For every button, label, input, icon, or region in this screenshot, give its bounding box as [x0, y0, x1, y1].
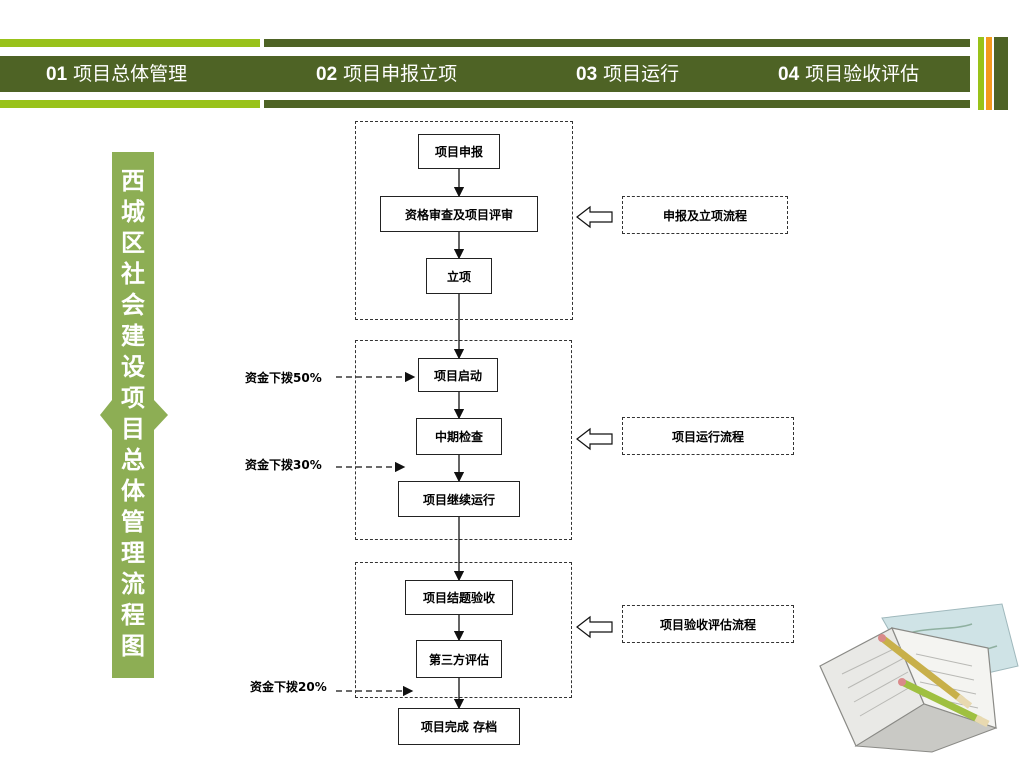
corner-bar-orange [986, 37, 992, 110]
top-accent-bar-light [0, 39, 260, 47]
step-box-apply: 项目申报 [418, 134, 500, 169]
book-pencils-illustration [819, 603, 1019, 753]
phase-container-acceptance [355, 562, 572, 698]
phase-container-operation [355, 340, 572, 540]
side-title-arrow-shape [100, 152, 168, 678]
nav-item-number: 01 [46, 64, 68, 85]
step-box-midterm-check: 中期检查 [416, 418, 502, 455]
nav-item-label: 项目申报立项 [343, 63, 458, 85]
nav-item-number: 02 [316, 64, 338, 85]
corner-bar-green [978, 37, 984, 110]
phase-label-operation: 项目运行流程 [622, 417, 794, 455]
funding-label-50: 资金下拨50% [245, 371, 322, 385]
side-title-text: 西城区社会建设项目总体管理流程图 [121, 167, 145, 660]
nav-item-number: 03 [576, 64, 598, 85]
step-box-review: 资格审查及项目评审 [380, 196, 538, 232]
step-box-launch: 项目启动 [418, 358, 498, 392]
funding-label-30: 资金下拨30% [245, 458, 322, 472]
bottom-accent-bar-dark [264, 100, 970, 108]
step-box-continue: 项目继续运行 [398, 481, 520, 517]
phase-label-acceptance: 项目验收评估流程 [622, 605, 794, 643]
step-box-complete-archive: 项目完成 存档 [398, 708, 520, 745]
corner-bar-dark [994, 37, 1008, 110]
funding-label-20: 资金下拨20% [250, 680, 327, 694]
nav-item-label: 项目运行 [603, 63, 680, 85]
step-box-third-party-eval: 第三方评估 [416, 640, 502, 678]
step-box-approval: 立项 [426, 258, 492, 294]
phase-label-application: 申报及立项流程 [622, 196, 788, 234]
step-box-acceptance: 项目结题验收 [405, 580, 513, 615]
phase-container-application [355, 121, 573, 320]
nav-item-label: 项目验收评估 [805, 63, 920, 85]
bottom-accent-bar-light [0, 100, 260, 108]
nav-item-number: 04 [778, 64, 800, 85]
top-accent-bar-dark [264, 39, 970, 47]
nav-item-label: 项目总体管理 [73, 63, 188, 85]
